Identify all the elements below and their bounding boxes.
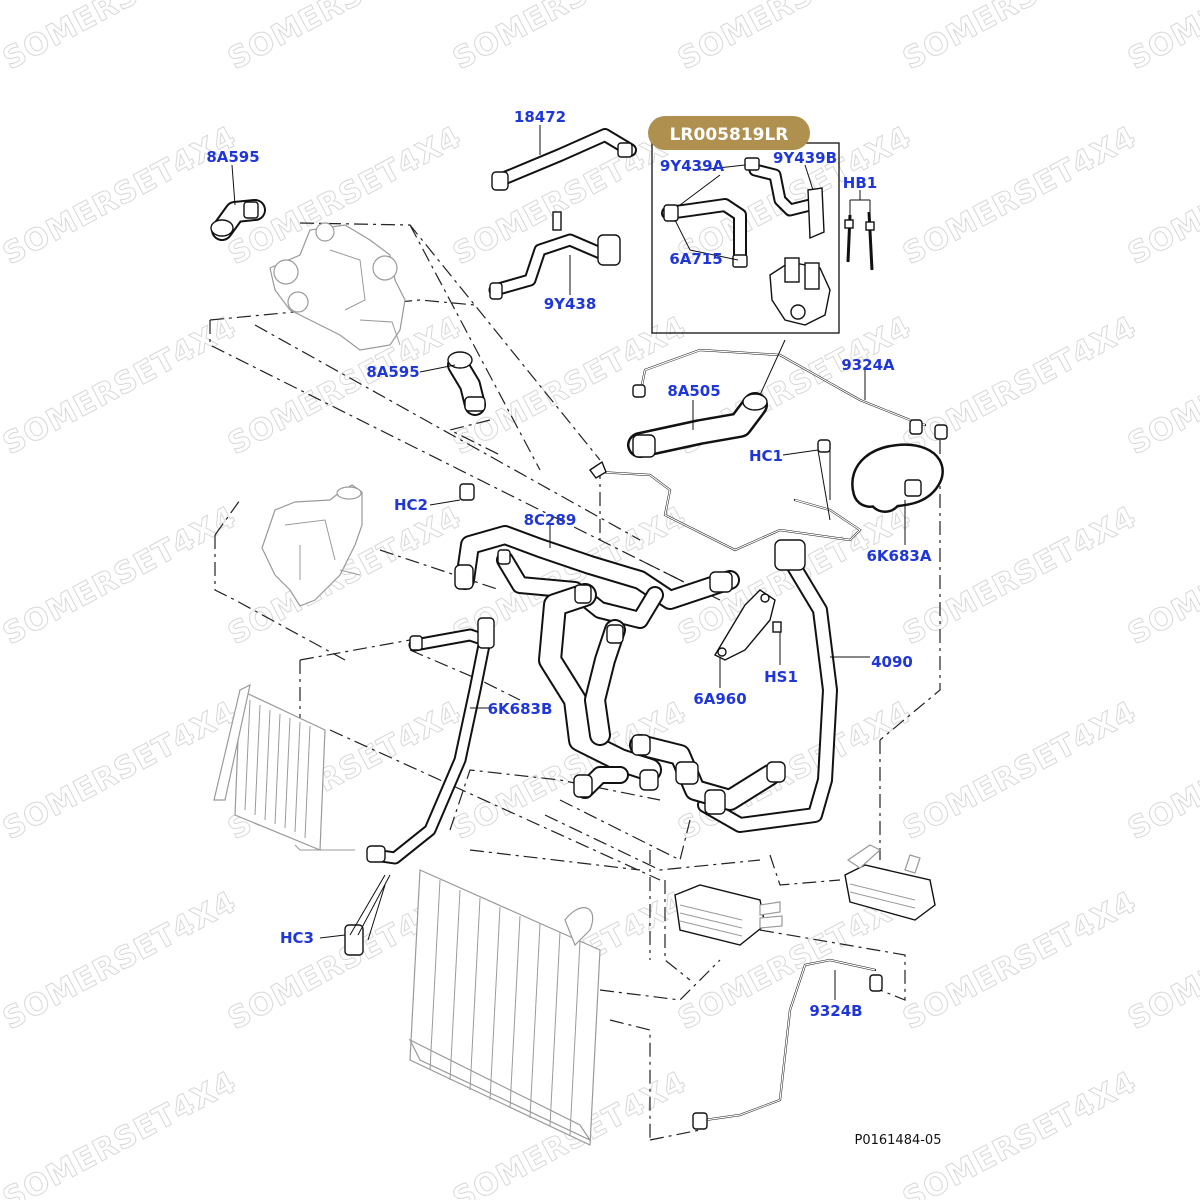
callout-6K683A: 6K683A [867,547,932,565]
watermark-text: SOMERSET4X4 [0,1065,242,1200]
leader-lines [231,125,906,1000]
callout-6A960: 6A960 [693,690,746,708]
radiator-ghost [408,869,601,1146]
callout-HC2: HC2 [394,496,428,514]
callout-8A595-top: 8A595 [206,148,259,166]
hose-clamps [210,142,948,1130]
oil-cooler-mid-ghost [674,884,783,946]
callout-labels: 18472 8A595 9Y439A 9Y439B HB1 6A715 9Y43… [206,108,932,1020]
watermark-text: SOMERSET4X4 [0,120,242,272]
figure-reference: P0161484-05 [855,1133,942,1148]
callout-HB1: HB1 [843,174,877,192]
watermark-text: SOMERSET4X4 [897,500,1142,652]
part-number-badge: LR005819LR [648,116,810,150]
callout-4090: 4090 [871,653,913,671]
watermark-text: SOMERSET4X4 [897,695,1142,847]
watermark-text: SOMERSET4X4 [1122,0,1200,77]
callout-9Y439A: 9Y439A [660,157,725,175]
watermark-text: SOMERSET4X4 [897,0,1142,77]
watermark-text: SOMERSET4X4 [0,695,242,847]
oil-cooler-right-ghost [844,844,936,921]
watermark-text: SOMERSET4X4 [0,500,242,652]
watermark-text: SOMERSET4X4 [897,120,1142,272]
callout-HS1: HS1 [764,668,798,686]
callout-6K683B: 6K683B [488,700,553,718]
watermark-text: SOMERSET4X4 [672,0,917,77]
callout-9Y439B: 9Y439B [773,149,837,167]
callout-8A505: 8A505 [667,382,720,400]
callout-6A715: 6A715 [669,250,722,268]
callout-HC3: HC3 [280,929,314,947]
watermark-text: SOMERSET4X4 [0,885,242,1037]
watermark-text: SOMERSET4X4 [897,310,1142,462]
watermark-text: SOMERSET4X4 [447,0,692,77]
callout-18472: 18472 [514,108,566,126]
thermostat-housing-ghost [269,222,406,351]
callout-HC1: HC1 [749,447,783,465]
expansion-tank-ghost [261,484,363,607]
callout-8C289: 8C289 [524,511,577,529]
oil-cooler-left-ghost [213,683,355,851]
watermark-text: SOMERSET4X4 [0,0,242,77]
watermark-text: SOMERSET4X4 [222,0,467,77]
rigid-pipes [596,348,927,1122]
callout-9324B: 9324B [809,1002,862,1020]
callout-9Y438: 9Y438 [544,295,597,313]
badge-label: LR005819LR [670,125,789,145]
badge-background [648,116,810,150]
callout-9324A: 9324A [841,356,895,374]
kit-parts [663,157,875,326]
watermark-text: SOMERSET4X4 [897,885,1142,1037]
hoses [211,128,944,865]
watermark-text: SOMERSET4X4 [0,310,242,462]
bracket-6A960 [714,589,776,661]
callout-8A595-mid: 8A595 [366,363,419,381]
